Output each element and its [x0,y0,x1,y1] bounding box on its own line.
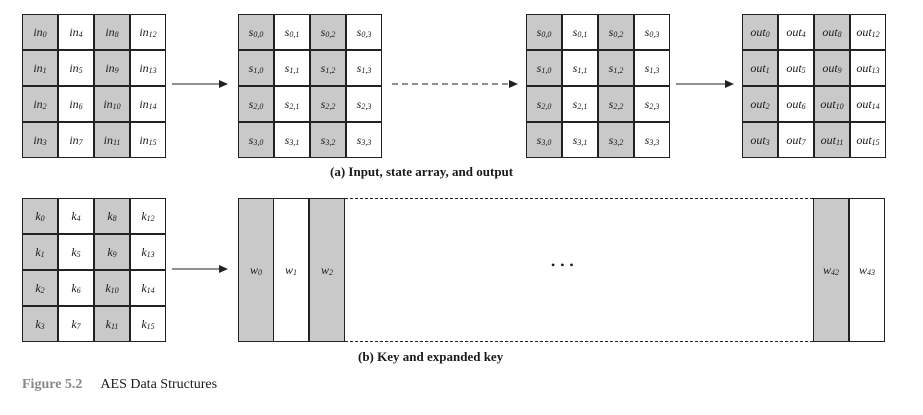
arrow-input-to-state [172,80,228,88]
caption-a: (a) Input, state array, and output [330,164,514,179]
arrow-state-to-output [676,80,734,88]
caption-b: (b) Key and expanded key [358,349,504,364]
expanded-key-top-dashes [345,198,813,199]
ellipsis: • • • [551,258,575,272]
arrow-dashed-state-to-state [392,80,518,88]
arrow-key-to-expanded [172,265,228,273]
figure-title: AES Data Structures [100,377,218,392]
figure-number: Figure 5.2 [22,377,83,392]
figure-label: Figure 5.2 AES Data Structures [22,377,217,393]
expanded-key-bottom-dashes [345,341,813,342]
